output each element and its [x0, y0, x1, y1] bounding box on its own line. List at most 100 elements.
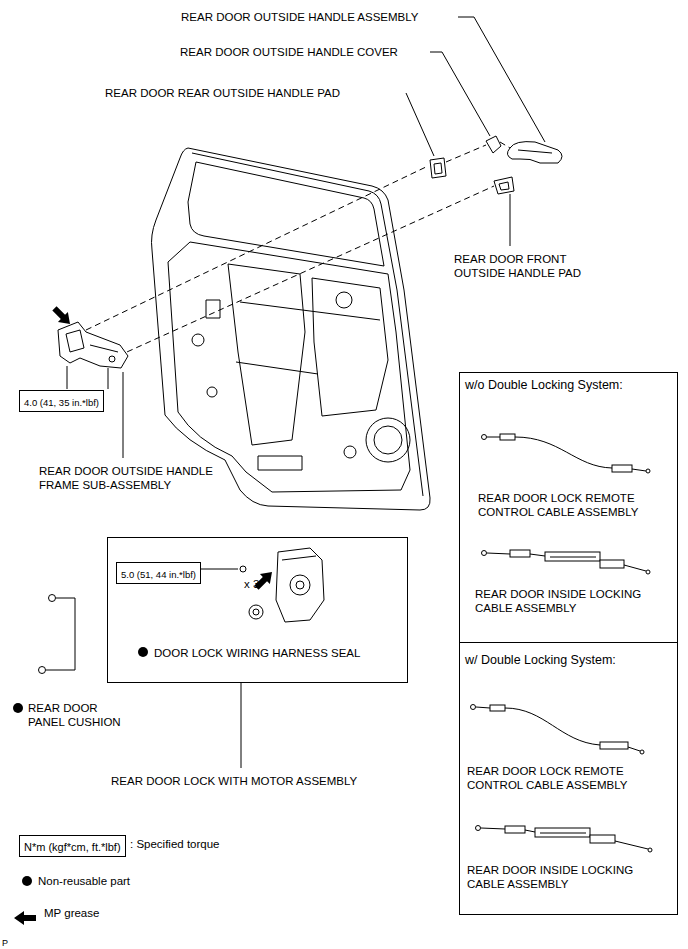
part-label: REAR DOOR LOCK REMOTE CONTROL CABLE ASSE… — [478, 491, 668, 519]
line-art — [240, 566, 246, 572]
line-art — [487, 437, 500, 438]
grease-arrows — [14, 303, 277, 925]
line-art — [241, 683, 242, 768]
line-art — [152, 148, 431, 510]
line-art — [13, 703, 23, 713]
torque-value: 4.0 (41, 35 in.*lbf) — [24, 397, 99, 408]
line-art — [236, 362, 318, 374]
line-art — [510, 194, 511, 246]
line-art — [138, 647, 148, 657]
torque-box: 4.0 (41, 35 in.*lbf) — [19, 390, 104, 412]
panel-heading: w/o Double Locking System: — [465, 378, 623, 392]
line-art — [49, 595, 56, 602]
line-art — [615, 841, 648, 849]
line-art — [476, 826, 481, 831]
handle-parts — [430, 136, 562, 194]
variant-panel: w/o Double Locking System: REAR DOOR LOCK… — [459, 372, 678, 643]
torque-value: 5.0 (51, 44 in.*lbf) — [121, 569, 196, 580]
line-art — [507, 142, 562, 163]
quantity-note: x 3 — [244, 577, 259, 591]
line-art — [624, 565, 646, 571]
line-art — [530, 554, 545, 556]
line-art — [296, 581, 304, 589]
component-box: x 3 DOOR LOCK WIRING HARNESS SEAL 5.0 (51,… — [107, 537, 408, 683]
line-art — [505, 826, 525, 833]
legend-text: : Specified torque — [130, 837, 220, 851]
line-art — [646, 469, 650, 473]
line-art — [22, 876, 32, 886]
line-art — [446, 145, 486, 162]
line-art — [482, 435, 487, 440]
part-label: REAR DOOR REAR OUTSIDE HANDLE PAD — [105, 86, 340, 100]
line-art — [249, 605, 263, 619]
line-art — [66, 330, 84, 352]
line-art — [545, 552, 600, 561]
line-art — [490, 705, 505, 711]
alignment-lines — [86, 142, 510, 356]
line-art — [600, 742, 628, 749]
line-art — [481, 828, 505, 829]
panel-heading: w/ Double Locking System: — [465, 653, 616, 667]
line-art — [336, 292, 352, 308]
line-art — [118, 186, 494, 356]
line-art — [39, 667, 46, 674]
line-art — [168, 242, 410, 492]
line-art — [258, 456, 302, 470]
door-lock-motor — [240, 548, 324, 622]
frame-bracket — [58, 322, 128, 368]
part-label: DOOR LOCK WIRING HARNESS SEAL — [154, 646, 360, 660]
line-art — [515, 437, 612, 468]
line-art — [535, 828, 590, 837]
legend-torque-box: N*m (kgf*cm, ft.*lbf) — [19, 835, 126, 857]
line-art — [628, 747, 640, 751]
part-label: REAR DOOR LOCK WITH MOTOR ASSEMBLY — [111, 774, 357, 788]
part-label: REAR DOOR INSIDE LOCKING CABLE ASSEMBLY — [475, 587, 665, 615]
line-art — [430, 52, 490, 136]
line-art — [471, 705, 476, 710]
line-art — [290, 575, 310, 595]
line-art — [505, 708, 600, 745]
line-art — [406, 93, 434, 156]
line-art — [374, 426, 402, 454]
line-art — [46, 598, 75, 670]
line-art — [206, 300, 220, 318]
line-art — [240, 302, 380, 320]
line-art — [108, 368, 109, 389]
line-art — [188, 162, 384, 266]
torque-unit: N*m (kgf*cm, ft.*lbf) — [24, 841, 121, 853]
line-art — [253, 609, 259, 615]
line-art — [648, 848, 652, 852]
line-art — [276, 548, 324, 622]
part-label: REAR DOOR OUTSIDE HANDLE ASSEMBLY — [181, 10, 419, 24]
line-art — [590, 835, 615, 843]
line-art — [550, 557, 596, 558]
line-art — [612, 465, 632, 472]
line-art — [344, 446, 356, 458]
line-art — [58, 322, 128, 368]
part-label: REAR DOOR LOCK REMOTE CONTROL CABLE ASSE… — [467, 764, 667, 792]
part-label: REAR DOOR OUTSIDE HANDLE COVER — [180, 45, 398, 59]
line-art — [476, 707, 490, 708]
line-art — [500, 142, 510, 148]
line-art — [282, 556, 316, 560]
line-art — [434, 163, 442, 174]
panel-cushions — [39, 595, 56, 674]
line-art — [49, 303, 74, 328]
part-label: REAR DOOR INSIDE LOCKING CABLE ASSEMBLY — [467, 863, 667, 891]
line-art — [90, 345, 118, 352]
line-art — [500, 434, 515, 440]
variant-panel: w/ Double Locking System: REAR DOOR LOCK … — [459, 642, 678, 915]
line-art — [640, 750, 644, 754]
torque-box: 5.0 (51, 44 in.*lbf) — [116, 562, 201, 584]
line-art — [482, 551, 487, 556]
part-label: REAR DOOR OUTSIDE HANDLE FRAME SUB-ASSEM… — [39, 464, 234, 492]
line-art — [109, 356, 115, 362]
line-art — [192, 334, 204, 346]
line-art — [487, 553, 510, 554]
line-art — [632, 469, 646, 471]
line-art — [525, 830, 535, 832]
line-art — [192, 153, 423, 496]
line-art — [430, 158, 446, 178]
part-label: REAR DOOR PANEL CUSHION — [28, 701, 130, 729]
line-art — [14, 911, 36, 925]
